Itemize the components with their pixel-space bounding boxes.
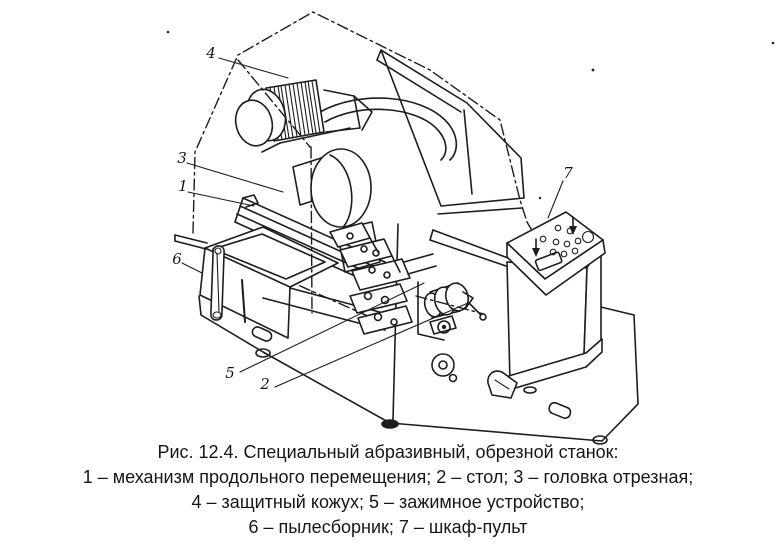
dust-collector-rim xyxy=(204,226,339,288)
foot-pedal xyxy=(487,370,518,399)
cylinder-axis-line xyxy=(415,295,485,315)
leader-5 xyxy=(239,282,425,373)
leader-4 xyxy=(218,57,289,79)
clamp-cluster xyxy=(329,222,437,335)
callout-2: 2 xyxy=(259,375,270,393)
machine-enclosure xyxy=(376,49,525,215)
cutting-head xyxy=(261,97,458,273)
leader-1 xyxy=(187,191,255,207)
callout-6: 6 xyxy=(172,250,182,268)
motor xyxy=(234,79,373,147)
caption-title: Рис. 12.4. Специальный абразивный, обрез… xyxy=(157,442,619,462)
motor-end-cap xyxy=(234,99,274,147)
table-rails-right xyxy=(429,229,509,267)
scan-specks xyxy=(166,30,775,200)
panel-buttons xyxy=(539,224,595,258)
leader-7 xyxy=(547,180,564,219)
callout-4: 4 xyxy=(205,44,216,62)
panel-levers xyxy=(532,216,577,257)
abrasive-wheel-housing xyxy=(310,148,372,228)
caption-legend-line-1: 1 – механизм продольного перемещения; 2 … xyxy=(82,467,694,487)
panel-dial xyxy=(581,230,595,244)
callout-5: 5 xyxy=(225,364,235,382)
callout-1: 1 xyxy=(178,177,188,195)
leader-6 xyxy=(181,262,203,274)
callout-7: 7 xyxy=(563,164,573,182)
leader-2 xyxy=(274,302,469,388)
caption-legend-line-2: 4 – защитный кожух; 5 – зажимное устройс… xyxy=(191,492,585,512)
dust-collector xyxy=(174,226,339,339)
caption-legend-line-3: 6 – пылесборник; 7 – шкаф-пульт xyxy=(248,517,528,537)
control-cabinet xyxy=(501,211,606,394)
callout-3: 3 xyxy=(177,149,187,167)
panel-plate xyxy=(534,251,563,272)
leader-3 xyxy=(186,162,284,193)
handwheel-icon xyxy=(431,353,455,377)
figure-caption: Рис. 12.4. Специальный абразивный, обрез… xyxy=(0,440,776,540)
leader-lines xyxy=(181,57,564,388)
callout-labels: 4 3 1 6 5 2 7 xyxy=(172,44,573,393)
